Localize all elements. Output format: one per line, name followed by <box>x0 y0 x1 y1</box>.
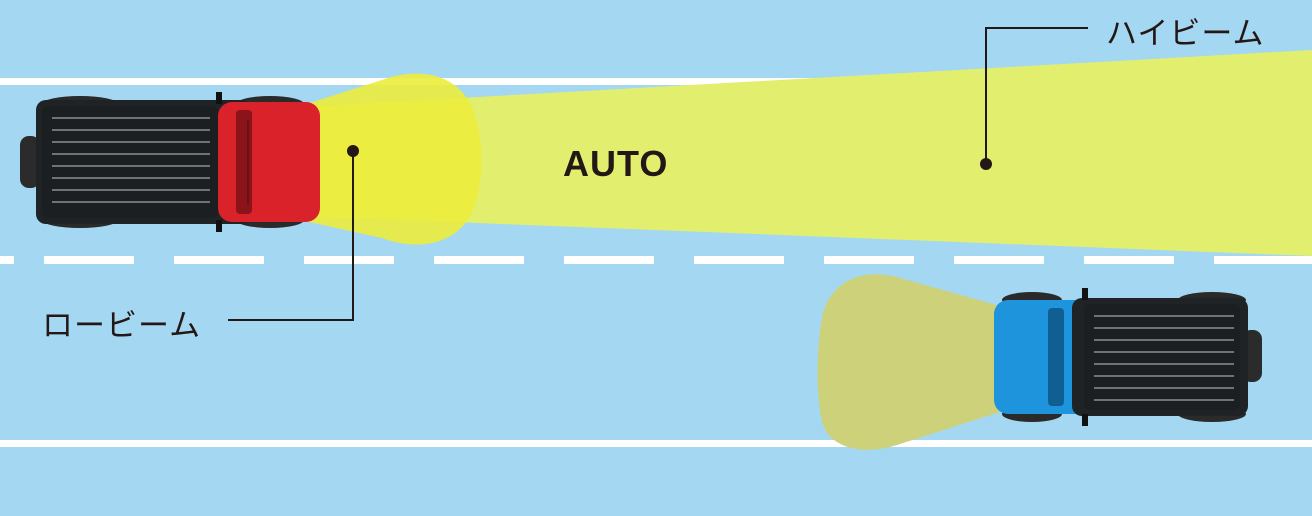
bottom-lane-line <box>0 440 1312 447</box>
auto-mode-label: AUTO <box>563 143 669 184</box>
high-beam-callout <box>980 27 1088 170</box>
top-lane-line <box>0 78 1312 85</box>
low-beam-area <box>300 73 482 245</box>
red-car <box>20 92 320 232</box>
center-dashed-line <box>0 256 1312 264</box>
blue-car <box>994 288 1262 426</box>
high-beam-label: ハイビーム <box>1106 16 1265 52</box>
low-beam-label: ロービーム <box>42 308 202 344</box>
oncoming-beam-area <box>817 274 1000 450</box>
low-beam-callout <box>228 145 359 321</box>
high-beam-area <box>300 50 1312 256</box>
